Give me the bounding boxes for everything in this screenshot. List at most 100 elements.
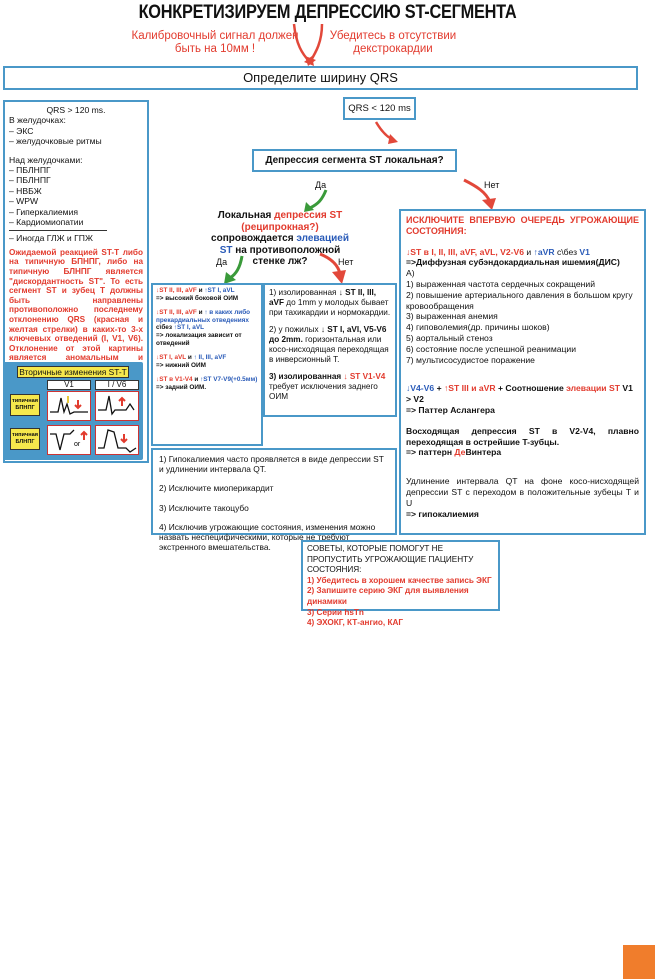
diagnosis-text: => высокий боковой ОИМ — [156, 294, 239, 302]
calibration-note: Калибровочный сигнал должен быть на 10мм… — [130, 30, 300, 56]
yes-label: Да — [216, 257, 228, 267]
reciprocal-question: Локальная депрессия ST (реципрокная?) со… — [210, 210, 350, 268]
lead-text: и — [196, 309, 205, 317]
list-item: 6) состояние после успешной реанимации — [406, 343, 577, 354]
lead-text: ↑ II, III, aVF — [193, 354, 227, 362]
list-item: 4) Исключив угрожающие состояния, измене… — [159, 521, 376, 553]
note-text: требует исключения заднего ОИМ — [269, 382, 378, 401]
reciprocal-yes-box: ↓ST II, III, aVF и ↑ST I, aVL => высокий… — [151, 283, 263, 446]
ecg-lbbb-v1-icon: or — [47, 425, 91, 455]
no-label: Нет — [484, 180, 500, 190]
divider — [9, 230, 107, 232]
orange-corner-tab — [623, 945, 655, 979]
diagnosis-text: => Паттер Аслангера — [406, 404, 495, 415]
secondary-changes-title: Вторичные изменения ST-T — [17, 366, 129, 378]
lead-text: и — [196, 287, 205, 294]
row-lbbb-label: типичная БЛНПГ — [10, 428, 40, 450]
note-text: ↓ ST I, aVl, V5-V6 до 2mm. — [269, 325, 387, 344]
list-item: 7) мультисосудистое поражение — [406, 354, 535, 365]
ecg-rbbb-v6-icon — [95, 391, 139, 421]
recip-text: ST — [219, 244, 233, 256]
calibration-note-line-2: быть на 10мм ! — [174, 43, 256, 55]
tips-header: СОВЕТЫ, КОТОРЫЕ ПОМОГУТ НЕ ПРОПУСТИТЬ УГ… — [307, 544, 474, 575]
arrow-down-icon — [304, 189, 328, 212]
list-item: – желудочковые ритмы — [9, 136, 102, 147]
lead-text: + — [434, 383, 444, 394]
lead-text: ↓ST II, III, aVF — [156, 287, 197, 294]
arrow-down-icon — [463, 178, 496, 210]
recip-text: депрессия ST — [274, 210, 343, 221]
diagnosis-text: => паттерн — [406, 447, 455, 458]
recip-text: стенке лж? — [252, 256, 308, 267]
diagnosis-text: Винтера — [465, 447, 502, 458]
arrow-down-icon — [374, 121, 398, 144]
tips-box: СОВЕТЫ, КОТОРЫЕ ПОМОГУТ НЕ ПРОПУСТИТЬ УГ… — [301, 540, 500, 627]
narrow-qrs-box: QRS < 120 ms — [343, 97, 416, 120]
list-item: 2) повышение артериального давления в бо… — [406, 289, 633, 311]
no-label: Нет — [338, 257, 354, 267]
arrow-down-icon — [305, 23, 324, 66]
reciprocal-no-box: 1) изолированная ↓ ST II, III, aVF до 1m… — [263, 283, 397, 417]
diagnosis-text: => гипокалиемия — [406, 508, 479, 519]
lead-text: ↑aVR — [533, 246, 555, 257]
dextrocardia-note-line-1: Убедитесь в отсутствии — [329, 30, 457, 42]
threatening-header: ИСКЛЮЧИТЕ ВПЕРВУЮ ОЧЕРЕДЬ УГРОЖАЮЩИЕ СОС… — [406, 215, 639, 236]
recip-text: сопровождается — [211, 233, 297, 244]
note-text: до 1mm у молодых бывает при тахикардии и… — [269, 298, 391, 317]
list-item: – WPW — [9, 196, 39, 207]
lead-text: ↑ST I, aVL — [173, 324, 204, 332]
list-item: 2) Запишите серию ЭКГ для выявления дина… — [307, 586, 469, 606]
wide-qrs-header: QRS > 120 ms. — [46, 105, 106, 115]
column-v1: V1 — [47, 380, 91, 390]
recip-text: элевацией — [296, 233, 349, 244]
lead-text: и — [524, 246, 534, 257]
dextrocardia-note: Убедитесь в отсутствии декстрокардии — [318, 30, 468, 56]
column-i-v6: I / V6 — [95, 380, 139, 390]
lead-text: и — [192, 376, 201, 384]
lead-text: V1 > V2 — [406, 383, 633, 405]
qrs-width-box: Определите ширину QRS — [3, 66, 638, 90]
lead-text: ↓ST в V1-V4 — [156, 376, 193, 384]
wide-qrs-box: QRS > 120 ms. В желудочках: – ЭКС – желу… — [3, 100, 149, 463]
list-item: 4) ЭХОКГ, КТ-ангио, КАГ — [307, 618, 404, 628]
lead-text: ↓ST I, aVL — [156, 354, 187, 362]
nonspecific-notes-box: 1) Гипокалиемия часто проявляется в виде… — [151, 448, 397, 552]
diagnosis-text: => задний ОИМ. — [156, 383, 207, 391]
lead-text: ↓ST II, III, aVF — [156, 309, 197, 317]
list-item: 1) выраженная частота сердечных сокращен… — [406, 278, 596, 289]
lead-text: ↑ST III и aVR — [443, 383, 496, 394]
list-item: – Иногда ГЛЖ и ГПЖ — [9, 233, 93, 244]
yes-label: Да — [315, 180, 327, 190]
note-text: ↓ ST V1-V4 — [343, 372, 386, 381]
lead-text: + Соотношение — [495, 383, 567, 394]
note-text: 3) изолированная — [269, 372, 344, 381]
lead-text: ↑ в каких либо прекардиальных отведениях — [156, 309, 251, 324]
row-rbbb-label: типичная БПНПГ — [10, 394, 40, 416]
hypokalemia-text: Удлинение интервала QT на фоне косо-нисх… — [406, 476, 639, 508]
diagnosis-text: =>Диффузная субэндокардиальная ишемия(ДИ… — [406, 257, 620, 268]
lead-text: V1 — [579, 246, 590, 257]
note-text: горизонтальная или косо-нисходящая перех… — [269, 335, 389, 364]
lead-text: элевации ST — [566, 383, 620, 394]
list-item: 3) выраженная анемия — [406, 311, 498, 322]
list-item: – ПБЛНПГ — [9, 165, 51, 176]
secondary-changes-panel: Вторичные изменения ST-T V1 I / V6 типич… — [3, 362, 143, 460]
list-item: – ЭКС — [9, 125, 34, 136]
diagnosis-text: Де — [454, 447, 466, 458]
list-label: A) — [406, 268, 415, 279]
supraventricular-title: Над желудочками: — [9, 154, 83, 165]
lead-text: ↑ST I, aVL — [204, 287, 235, 294]
recip-text: (реципрокная?) — [241, 221, 319, 233]
arrow-down-icon — [319, 252, 346, 284]
list-item: 3) Серии hsTn — [307, 607, 364, 617]
list-item: 4) гиповолемия(др. причины шоков) — [406, 322, 550, 333]
list-item: – Гиперкалиемия — [9, 206, 79, 217]
diagnosis-text: => локализация зависит от отведений — [156, 331, 242, 347]
note-text: 1) изолированная — [269, 288, 339, 297]
ecg-rbbb-v1-icon — [47, 391, 91, 421]
threatening-conditions-box: ИСКЛЮЧИТЕ ВПЕРВУЮ ОЧЕРЕДЬ УГРОЖАЮЩИЕ СОС… — [399, 209, 646, 535]
calibration-note-line-1: Калибровочный сигнал должен — [131, 30, 299, 42]
list-item: – НВБЖ — [9, 185, 42, 196]
local-depression-question: Депрессия сегмента ST локальная? — [252, 149, 457, 172]
list-item: 5) аортальный стеноз — [406, 332, 493, 343]
